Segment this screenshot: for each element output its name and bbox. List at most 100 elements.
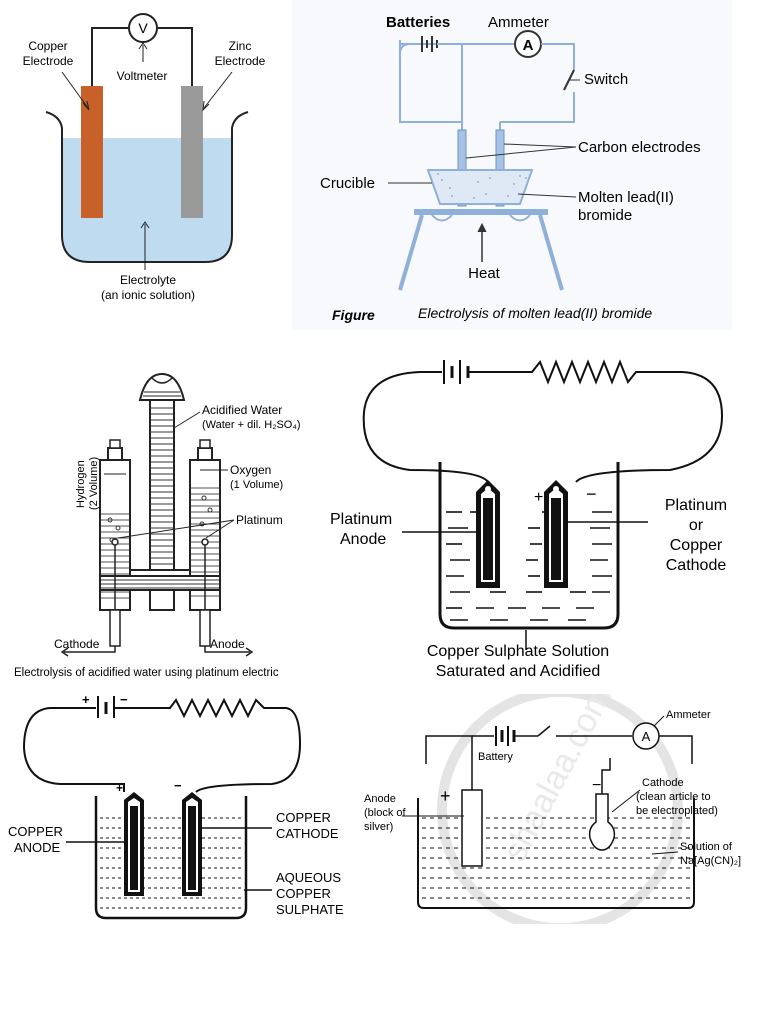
carbon-electrodes-label: Carbon electrodes <box>578 139 701 156</box>
anode-electrode <box>199 609 211 647</box>
copper-sulphate-diagram: + − Platinum Anode Platinum or Copper Ca… <box>330 359 727 680</box>
molten-label-line2: bromide <box>578 207 632 224</box>
tripod-leg-left <box>398 214 424 291</box>
cathode-label-line3: be electroplated) <box>636 805 718 817</box>
beaker <box>45 111 249 263</box>
reservoir-liquid <box>143 391 181 397</box>
ammeter-label: Ammeter <box>488 14 549 31</box>
anode-label: Anode <box>210 637 245 651</box>
cathode-electrode <box>109 609 121 647</box>
acidified-label-line1: Acidified Water <box>202 403 282 417</box>
acidified-water-panel: Acidified Water (Water + dil. H₂SO₄) Hyd… <box>0 348 330 683</box>
voltmeter-label: Voltmeter <box>117 69 168 83</box>
anode-label-line2: ANODE <box>14 840 61 855</box>
cathode-minus-sign: − <box>586 484 597 504</box>
cathode-label: Cathode <box>54 637 100 651</box>
anode-plus: + <box>440 786 451 806</box>
crucible-label: Crucible <box>320 175 375 192</box>
anode-plus: + <box>116 781 123 795</box>
wire-left <box>91 27 128 86</box>
solution-label-line1: Solution of <box>680 841 733 853</box>
switch-icon <box>537 725 551 737</box>
aqueous-label-line1: AQUEOUS <box>276 870 341 885</box>
zinc-label-line1: Zinc <box>229 39 252 53</box>
oxygen-tap <box>199 439 211 449</box>
silver-plating-panel: shaalaa.com A + − Ammeter Battery Anode … <box>352 694 768 924</box>
cathode-minus: − <box>174 778 182 793</box>
cathode-minus: − <box>592 777 601 794</box>
solution-label-line2: Na[Ag(CN)₂] <box>680 855 741 867</box>
aqueous-label-line2: COPPER <box>276 886 331 901</box>
wire-left <box>22 707 125 792</box>
anode-label-line1: Anode <box>364 793 396 805</box>
ammeter-symbol: A <box>523 37 534 54</box>
cathode-label-line1: COPPER <box>276 810 331 825</box>
wire-right <box>500 92 575 123</box>
resistor-wire <box>114 697 302 793</box>
hydrogen-tap <box>109 439 121 449</box>
copper-label-line2: Electrode <box>23 54 74 68</box>
anode-label-line2: Anode <box>340 531 386 548</box>
resistor-wire <box>468 359 724 483</box>
copper-sulphate-panel: + − Platinum Anode Platinum or Copper Ca… <box>330 352 768 687</box>
heat-label: Heat <box>468 265 501 282</box>
battery-plus: + <box>82 692 90 707</box>
acidified-water-diagram: Acidified Water (Water + dil. H₂SO₄) Hyd… <box>14 372 301 679</box>
cathode-label-line1: Platinum <box>665 497 727 514</box>
voltaic-cell-diagram: V Voltmeter Copper Electrode Zinc Electr… <box>23 13 266 302</box>
wire-left <box>425 735 473 772</box>
crucible <box>426 169 534 205</box>
batteries-label: Batteries <box>386 14 450 31</box>
electrolyte-label-line2: (an ionic solution) <box>101 288 195 302</box>
solution-hatch <box>100 817 242 909</box>
aqueous-label-line3: SULPHATE <box>276 902 344 917</box>
reservoir-bulb <box>138 372 186 401</box>
battery-label: Battery <box>478 751 513 763</box>
silver-anode <box>461 789 483 867</box>
ammeter-label: Ammeter <box>666 709 711 721</box>
watermark-seal <box>437 694 683 924</box>
wire-left <box>399 43 463 122</box>
oxygen-label-line1: Oxygen <box>230 463 271 477</box>
anode-label-line1: Platinum <box>330 511 392 528</box>
lead-bromide-panel: A Batteries Ammeter Switch Carbon electr… <box>292 0 732 330</box>
electrolyte-label-line1: Electrolyte <box>120 273 176 287</box>
silver-plating-diagram: shaalaa.com A + − Ammeter Battery Anode … <box>364 694 741 924</box>
figure-label: Figure <box>332 307 375 323</box>
switch-label: Switch <box>584 71 628 88</box>
hydrogen-label-line1: Hydrogen <box>75 460 87 508</box>
zinc-electrode <box>181 86 203 218</box>
tank <box>417 798 695 909</box>
battery-minus: − <box>120 692 128 707</box>
wire-right <box>158 27 193 86</box>
copper-label-line1: Copper <box>28 39 67 53</box>
anode-label-line3: silver) <box>364 821 393 833</box>
molten-label-line1: Molten lead(II) <box>578 189 674 206</box>
solution-label-line2: Saturated and Acidified <box>436 663 601 680</box>
tripod-leg-right <box>538 214 564 291</box>
lead-bromide-diagram: A Batteries Ammeter Switch Carbon electr… <box>320 14 701 323</box>
oxygen-label-line2: (1 Volume) <box>230 479 283 491</box>
zinc-label-line2: Electrode <box>215 54 266 68</box>
anode-label-line1: COPPER <box>8 824 63 839</box>
molten-dots <box>437 173 527 199</box>
wire-left <box>362 371 489 483</box>
cathode-label-line1: Cathode <box>642 777 684 789</box>
copper-refining-diagram: + − + − COPPER ANODE COPPER CATHODE AQUE… <box>8 692 344 920</box>
cathode-label-line4: Cathode <box>666 557 727 574</box>
voltmeter-symbol: V <box>138 20 148 36</box>
solution-label-line1: Copper Sulphate Solution <box>427 643 609 660</box>
cathode-label-line2: (clean article to <box>636 791 711 803</box>
ammeter-symbol: A <box>642 729 651 744</box>
copper-refining-panel: + − + − COPPER ANODE COPPER CATHODE AQUE… <box>0 688 350 928</box>
hydrogen-label-line2: (2 Volume) <box>88 457 100 510</box>
beaker <box>438 462 620 630</box>
platinum-label: Platinum <box>236 513 283 527</box>
figure-caption: Electrolysis of molten lead(II) bromide <box>418 305 652 321</box>
cathode-label-line2: or <box>689 517 704 534</box>
voltmeter-icon <box>128 13 158 43</box>
acidified-label-line2: (Water + dil. H₂SO₄) <box>202 419 301 431</box>
voltaic-cell-panel: V Voltmeter Copper Electrode Zinc Electr… <box>0 0 290 320</box>
acidified-caption: Electrolysis of acidified water using pl… <box>14 667 279 679</box>
solution-hatch <box>446 511 612 621</box>
